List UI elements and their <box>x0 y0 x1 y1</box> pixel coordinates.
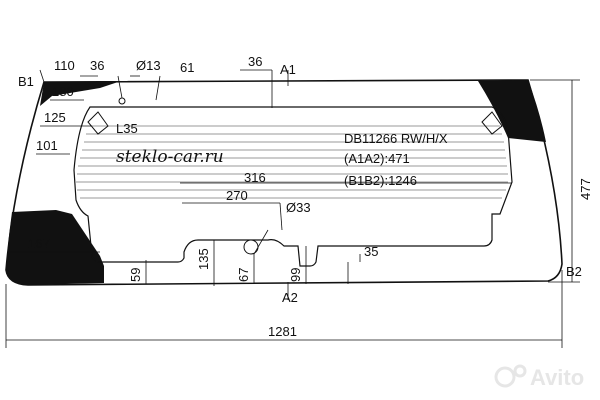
dim-125: 125 <box>44 110 66 125</box>
point-a2: A2 <box>282 290 298 305</box>
a1a2-value: (A1A2):471 <box>344 151 410 166</box>
part-code: DB11266 RW/H/X <box>344 131 448 146</box>
heating-grid-outline <box>73 106 513 267</box>
dim-diameter-33: Ø33 <box>286 200 311 215</box>
dim-1281: 1281 <box>268 324 297 339</box>
dimension-lines <box>5 69 580 348</box>
avito-watermark: Avito <box>494 364 584 390</box>
dim-59: 59 <box>128 268 143 282</box>
heating-grid-lines <box>76 125 508 199</box>
dim-110: 110 <box>54 58 75 73</box>
website-watermark: steklo-car.ru <box>116 147 224 167</box>
dim-477: 477 <box>578 178 593 200</box>
dim-99: 99 <box>288 268 303 282</box>
frit-right <box>478 80 546 142</box>
dim-35-bottom: 35 <box>364 244 378 259</box>
avito-watermark-text: Avito <box>530 365 584 390</box>
right-clip-icon <box>481 111 503 135</box>
dim-67: 67 <box>236 268 251 282</box>
left-clip-icon <box>87 111 109 135</box>
avito-logo-dot-icon <box>513 364 527 378</box>
point-b1: B1 <box>18 74 34 89</box>
dim-diameter-13: Ø13 <box>136 58 161 73</box>
glass-outline <box>5 79 563 286</box>
dim-270: 270 <box>226 188 248 203</box>
avito-logo-icon <box>494 366 516 388</box>
dim-61: 61 <box>180 60 194 75</box>
frit-left-bottom <box>6 210 104 285</box>
dim-l35: L35 <box>116 121 138 136</box>
frit-top-left <box>40 82 118 106</box>
dim-180: 180 <box>52 84 74 99</box>
dim-135: 135 <box>196 248 211 270</box>
dim-36-left: 36 <box>90 58 104 73</box>
dim-101: 101 <box>36 138 58 153</box>
dim-316: 316 <box>244 170 266 185</box>
dimension-labels: 110 36 Ø13 61 36 A1 B1 180 125 L35 101 3… <box>18 54 593 339</box>
dim-36-top: 36 <box>248 54 262 69</box>
dim-167: 167 <box>28 236 50 251</box>
b1b2-value: (B1B2):1246 <box>344 173 417 188</box>
hole-13-icon <box>118 97 126 105</box>
hole-33-icon <box>243 239 259 255</box>
point-b2: B2 <box>566 264 582 279</box>
point-a1: A1 <box>280 62 296 77</box>
